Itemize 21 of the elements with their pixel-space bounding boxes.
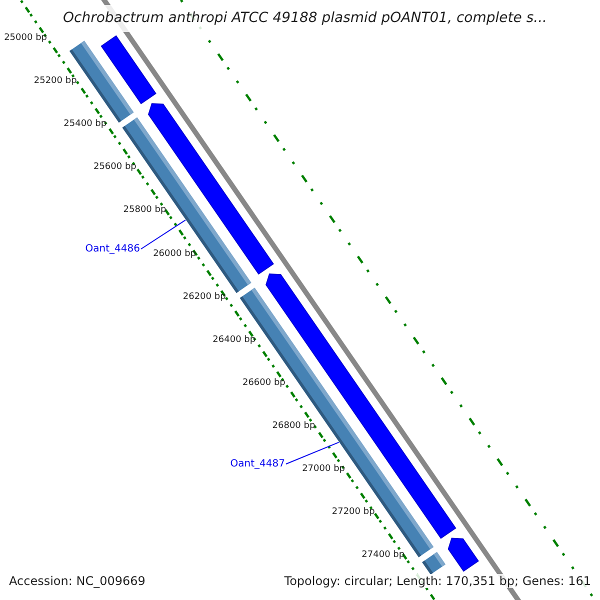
scale-label: 25600 bp <box>93 162 136 172</box>
summary-text: Topology: circular; Length: 170,351 bp; Genes: 161 <box>282 574 593 588</box>
scale-label: 25800 bp <box>123 205 166 216</box>
gene-label: Oant_4486 <box>85 244 140 254</box>
leader-line <box>140 220 186 250</box>
accession-text: Accession: NC_009669 <box>7 574 148 588</box>
scale-label: 27000 bp <box>302 464 345 474</box>
scale-label: 27200 bp <box>332 507 375 518</box>
leader-line <box>286 442 340 464</box>
scale-label: 26000 bp <box>153 248 196 258</box>
gene-feature <box>100 35 156 104</box>
scale-label: 25000 bp <box>4 33 47 43</box>
scale-label: 26400 bp <box>212 334 256 345</box>
scale-label: 26600 bp <box>242 378 286 388</box>
scale-label: 27400 bp <box>362 550 405 560</box>
scale-label: 26800 bp <box>272 420 316 431</box>
scale-label: 25400 bp <box>64 119 107 130</box>
scale-label: 25200 bp <box>34 76 77 86</box>
gene-feature <box>448 538 479 572</box>
scale-label: 26200 bp <box>182 292 226 302</box>
gene-label: Oant_4487 <box>230 458 285 470</box>
